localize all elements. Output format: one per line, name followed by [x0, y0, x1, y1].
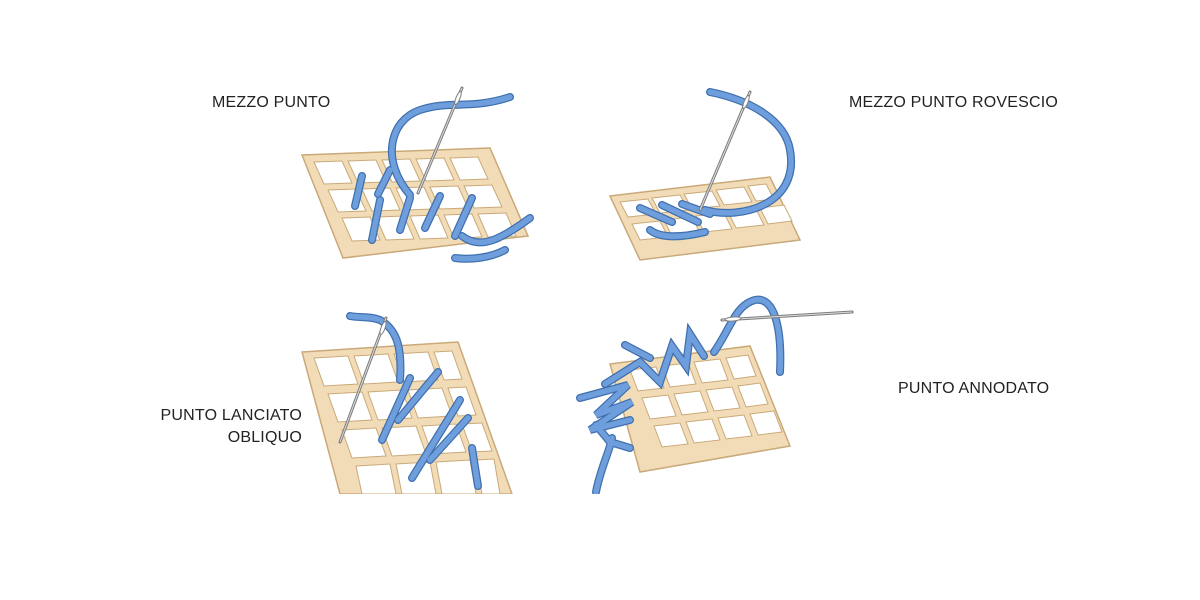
thread-3: [346, 312, 482, 490]
illustration-punto-annodato: [576, 295, 854, 494]
illustration-mezzo-punto: [300, 86, 534, 263]
canvas-grid-3: [301, 341, 513, 494]
label-line-1: PUNTO LANCIATO: [160, 407, 302, 424]
label-mezzo-punto: MEZZO PUNTO: [212, 94, 331, 111]
needle-1: [416, 86, 464, 195]
thread-1: [351, 93, 534, 263]
thread-4: [576, 295, 785, 494]
label-line-2: OBLIQUO: [227, 429, 302, 446]
illustration-mezzo-punto-rovescio: [608, 88, 802, 261]
needle-3: [338, 316, 388, 444]
label-mezzo-punto-rovescio: MEZZO PUNTO ROVESCIO: [849, 94, 1059, 111]
label-punto-annodato: PUNTO ANNODATO: [898, 380, 1050, 397]
canvas-grid-4: [609, 345, 792, 473]
needle-2: [698, 90, 752, 212]
illustration-punto-lanciato-obliquo: [301, 312, 513, 494]
label-punto-lanciato-obliquo: PUNTO LANCIATO OBLIQUO: [152, 405, 302, 449]
canvas-grid-2: [608, 176, 802, 261]
needle-4: [720, 310, 854, 322]
